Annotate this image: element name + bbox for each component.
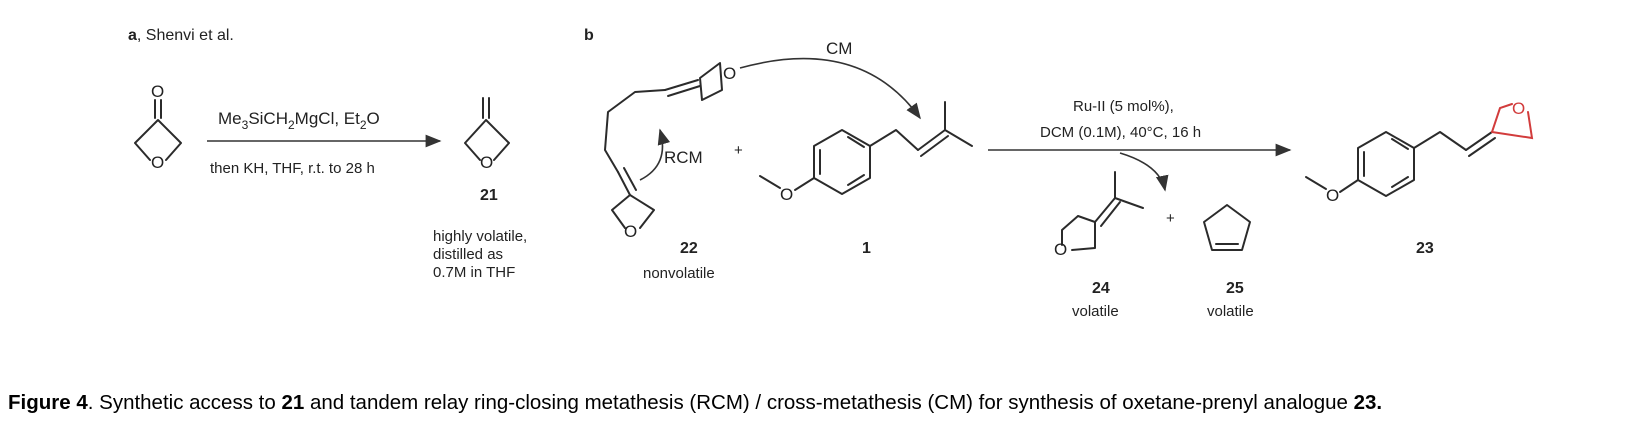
volatility-note-3: 0.7M in THF: [433, 264, 515, 281]
caption-text-1: . Synthetic access to: [87, 391, 282, 414]
methyleneoxetane-structure: O: [464, 97, 510, 172]
oxygen-label-1: O: [780, 185, 793, 204]
panel-b-letter: b: [584, 27, 594, 44]
compound-21-number: 21: [480, 187, 498, 204]
byproduct-arrow: [1119, 152, 1169, 192]
compound-23-structure: O O: [1305, 99, 1534, 205]
plus-sign-2: +: [1166, 210, 1175, 227]
panel-a-heading: a, Shenvi et al.: [128, 27, 234, 44]
caption-ref-1: 21: [281, 391, 305, 414]
compound-25-structure: [1203, 204, 1251, 251]
volatility-note-1: highly volatile,: [433, 228, 527, 245]
compound-22-note: nonvolatile: [643, 265, 715, 282]
rcm-label: RCM: [664, 148, 703, 167]
compound-22-number: 22: [680, 240, 698, 257]
panel-b: b O O RCM + 22 nonvolatile CM: [584, 27, 1534, 320]
oxygen-label-22-top: O: [723, 64, 736, 83]
panel-a: a, Shenvi et al. O O Me3SiCH2MgCl, Et2O …: [128, 27, 527, 281]
volatility-note-2: distilled as: [433, 246, 503, 263]
product-oxygen-label: O: [480, 153, 493, 172]
reagent-line-2: then KH, THF, r.t. to 28 h: [210, 160, 375, 177]
compound-24-number: 24: [1092, 280, 1110, 297]
caption-text-2: and tandem relay ring-closing metathesis…: [304, 391, 1354, 414]
oxygen-label-24: O: [1054, 240, 1067, 259]
oxygen-label-22-bottom: O: [624, 222, 637, 241]
oxygen-label-23-methoxy: O: [1326, 186, 1339, 205]
oxygen-label-23-oxetane: O: [1512, 99, 1525, 118]
cm-label: CM: [826, 39, 852, 58]
figure-caption: Figure 4. Synthetic access to 21 and tan…: [8, 391, 1640, 415]
cm-arrow: [739, 57, 921, 120]
carbonyl-oxygen-label: O: [151, 82, 164, 101]
conditions-line-1: Ru-II (5 mol%),: [1073, 98, 1174, 115]
plus-sign-1: +: [734, 142, 743, 159]
reagent-line-1: Me3SiCH2MgCl, Et2O: [218, 109, 380, 132]
compound-1-structure: O: [759, 101, 973, 204]
compound-25-note: volatile: [1207, 303, 1254, 320]
compound-1-number: 1: [862, 240, 871, 257]
compound-24-structure: O: [1054, 171, 1144, 259]
compound-23-number: 23: [1416, 240, 1434, 257]
compound-25-number: 25: [1226, 280, 1244, 297]
figure-label: Figure 4: [8, 391, 88, 414]
oxetan-3-one-structure: O O: [134, 82, 182, 172]
compound-24-note: volatile: [1072, 303, 1119, 320]
compound-22-structure: O O: [604, 62, 736, 241]
caption-ref-2: 23.: [1353, 391, 1383, 414]
conditions-line-2: DCM (0.1M), 40°C, 16 h: [1040, 124, 1201, 141]
ring-oxygen-label: O: [151, 153, 164, 172]
